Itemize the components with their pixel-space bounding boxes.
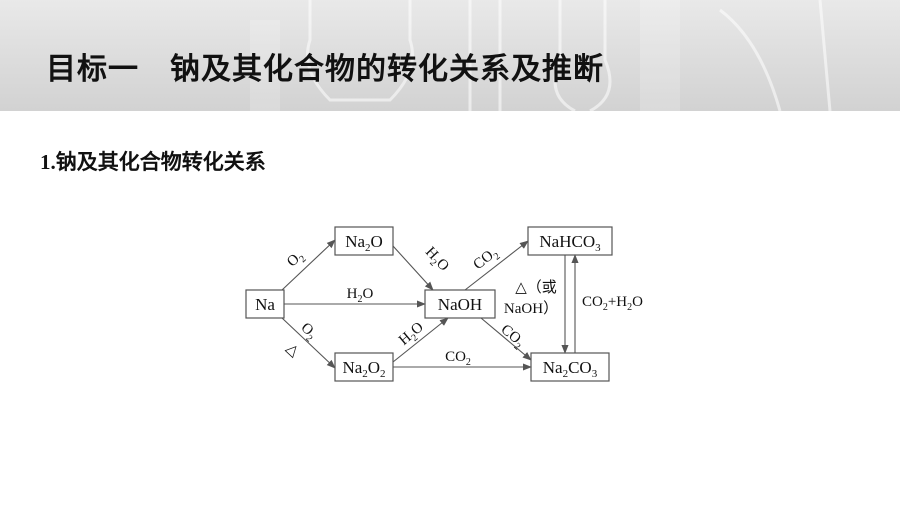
subsection-heading-text: 钠及其化合物转化关系 xyxy=(55,150,266,174)
arrow-naoh-to-nahco3 xyxy=(464,240,529,291)
label-na-na2o2: O2 xyxy=(295,320,320,345)
label-na-na2o2-heat: △ xyxy=(283,339,304,360)
arrow-na-to-na2o xyxy=(281,239,336,291)
subsection-heading: 1.钠及其化合物转化关系 xyxy=(40,146,266,176)
arrow-na2o-to-naoh xyxy=(392,245,434,291)
nahco3-box xyxy=(527,226,613,256)
arrow-naoh-to-na2co3 xyxy=(480,317,532,361)
na2co3-box xyxy=(530,352,610,382)
label-naoh-na2co3: CO2 xyxy=(496,322,528,353)
na2o2-label: Na2O2 xyxy=(342,358,385,380)
naoh-label: NaOH xyxy=(438,295,482,314)
label-na2co3-nahco3: CO2+H2O xyxy=(582,294,643,313)
label-na-naoh: H2O xyxy=(347,286,374,305)
arrow-na-to-na2o2 xyxy=(281,317,336,369)
label-nahco3-na2co3-line1: △（或 xyxy=(515,278,557,296)
label-naoh-nahco3: CO2 xyxy=(470,245,502,276)
label-nahco3-na2co3-line2: NaOH） xyxy=(504,300,558,317)
subsection-number: 1. xyxy=(40,150,56,174)
na-label: Na xyxy=(255,295,275,314)
lab-glassware-background-image xyxy=(250,0,832,111)
label-na2o-naoh: H2O xyxy=(420,244,452,277)
na2o-label: Na2O xyxy=(345,232,383,254)
na2co3-label: Na2CO3 xyxy=(543,358,598,380)
section-title: 目标一 钠及其化合物的转化关系及推断 xyxy=(46,52,604,87)
na2o-box xyxy=(334,226,394,256)
arrow-na2o2-to-naoh xyxy=(392,317,449,363)
nahco3-label: NaHCO3 xyxy=(539,232,601,254)
label-na2o2-na2co3: CO2 xyxy=(445,349,471,368)
naoh-box xyxy=(424,289,496,319)
header-banner: 目标一 钠及其化合物的转化关系及推断 xyxy=(0,0,900,111)
